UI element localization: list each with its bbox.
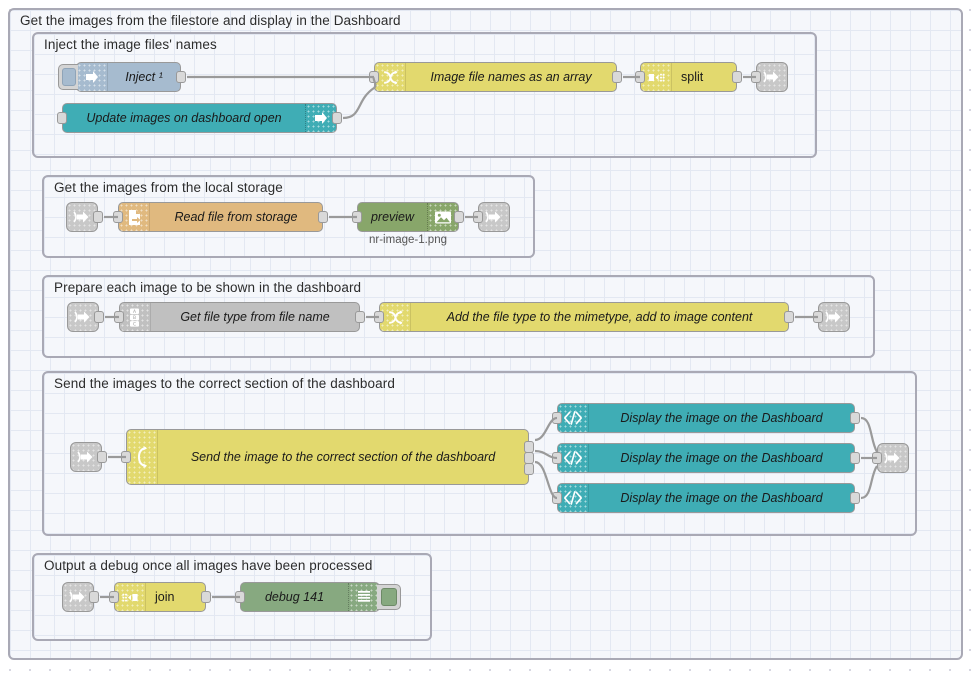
- port-out[interactable]: [612, 71, 622, 83]
- port-out[interactable]: [454, 211, 464, 223]
- node-debug-label: debug 141: [264, 590, 325, 604]
- node-inject-label: Inject ¹: [125, 70, 163, 84]
- port-in[interactable]: [374, 311, 384, 323]
- node-link-in-3[interactable]: [67, 302, 104, 332]
- split-icon: [641, 63, 672, 91]
- port-out[interactable]: [850, 452, 860, 464]
- template-code-icon: [558, 444, 589, 472]
- port-in[interactable]: [552, 492, 562, 504]
- port-in[interactable]: [552, 412, 562, 424]
- group-send-section-label: Send the images to the correct section o…: [54, 376, 395, 391]
- node-get-file-type[interactable]: A B C Get file type from file name: [114, 302, 365, 332]
- svg-text:A: A: [133, 308, 136, 314]
- port-in[interactable]: [813, 311, 823, 323]
- port-out-3[interactable]: [524, 463, 534, 475]
- port-out[interactable]: [318, 211, 328, 223]
- node-send-to-section-label: Send the image to the correct section of…: [190, 450, 496, 464]
- node-preview-label: preview: [370, 210, 415, 224]
- node-link-out-3[interactable]: [813, 302, 850, 332]
- port-out[interactable]: [850, 412, 860, 424]
- node-image-file-names-label: Image file names as an array: [430, 70, 592, 84]
- port-in[interactable]: [352, 211, 362, 223]
- inject-arrow-icon: [77, 63, 108, 91]
- group-debug-label: Output a debug once all images have been…: [44, 558, 373, 573]
- node-send-to-section[interactable]: Send the image to the correct section of…: [121, 429, 534, 485]
- node-read-file-label: Read file from storage: [174, 210, 298, 224]
- switch-icon: [127, 430, 158, 484]
- node-link-out-1[interactable]: [751, 62, 788, 92]
- join-icon: [115, 583, 146, 611]
- port-out[interactable]: [201, 591, 211, 603]
- node-preview[interactable]: preview: [352, 202, 464, 232]
- svg-text:B: B: [133, 315, 136, 321]
- node-display-3-label: Display the image on the Dashboard: [620, 491, 823, 505]
- port-out[interactable]: [93, 211, 103, 223]
- node-join[interactable]: join: [109, 582, 211, 612]
- port-out[interactable]: [332, 112, 342, 124]
- port-out[interactable]: [97, 451, 107, 463]
- node-display-2[interactable]: Display the image on the Dashboard: [552, 443, 860, 473]
- node-link-in-5[interactable]: [62, 582, 99, 612]
- inject-trigger-button[interactable]: [58, 64, 78, 90]
- port-in[interactable]: [109, 591, 119, 603]
- node-display-3[interactable]: Display the image on the Dashboard: [552, 483, 860, 513]
- debug-toggle-button[interactable]: [377, 584, 401, 610]
- port-in[interactable]: [473, 211, 483, 223]
- port-out[interactable]: [784, 311, 794, 323]
- debug-lines-icon: [348, 583, 379, 611]
- node-split[interactable]: split: [635, 62, 742, 92]
- group-prepare-image-label: Prepare each image to be shown in the da…: [54, 280, 362, 295]
- ui-event-arrow-icon: [305, 104, 336, 132]
- node-link-in-2[interactable]: [66, 202, 103, 232]
- port-out[interactable]: [732, 71, 742, 83]
- port-out[interactable]: [94, 311, 104, 323]
- node-join-label: join: [155, 590, 175, 604]
- node-add-mimetype[interactable]: Add the file type to the mimetype, add t…: [374, 302, 794, 332]
- port-in[interactable]: [114, 311, 124, 323]
- port-in[interactable]: [113, 211, 123, 223]
- node-display-2-label: Display the image on the Dashboard: [620, 451, 823, 465]
- node-split-label: split: [681, 70, 704, 84]
- group-outer-label: Get the images from the filestore and di…: [20, 13, 401, 28]
- group-local-storage-label: Get the images from the local storage: [54, 180, 283, 195]
- port-in[interactable]: [235, 591, 245, 603]
- node-update-images[interactable]: Update images on dashboard open: [57, 103, 342, 133]
- node-display-1[interactable]: Display the image on the Dashboard: [552, 403, 860, 433]
- node-add-mimetype-label: Add the file type to the mimetype, add t…: [446, 310, 753, 324]
- node-link-out-2[interactable]: [473, 202, 510, 232]
- node-read-file[interactable]: Read file from storage: [113, 202, 328, 232]
- port-in[interactable]: [751, 71, 761, 83]
- node-update-images-label: Update images on dashboard open: [86, 111, 282, 125]
- file-in-icon: [119, 203, 150, 231]
- node-get-file-type-label: Get file type from file name: [180, 310, 330, 324]
- group-inject-label: Inject the image files' names: [44, 37, 217, 52]
- port-out[interactable]: [176, 71, 186, 83]
- port-out[interactable]: [850, 492, 860, 504]
- svg-text:C: C: [133, 321, 136, 327]
- port-in[interactable]: [635, 71, 645, 83]
- template-code-icon: [558, 484, 589, 512]
- image-preview-icon: [427, 203, 458, 231]
- change-icon: A B C: [120, 303, 151, 331]
- function-icon: [375, 63, 406, 91]
- port-in[interactable]: [57, 112, 67, 124]
- port-in[interactable]: [369, 71, 379, 83]
- node-link-out-4[interactable]: [872, 443, 909, 473]
- port-in[interactable]: [121, 451, 131, 463]
- port-in[interactable]: [872, 452, 882, 464]
- node-image-file-names[interactable]: Image file names as an array: [369, 62, 622, 92]
- port-out[interactable]: [89, 591, 99, 603]
- node-display-1-label: Display the image on the Dashboard: [620, 411, 823, 425]
- node-inject[interactable]: Inject ¹: [58, 62, 186, 92]
- template-code-icon: [558, 404, 589, 432]
- node-debug[interactable]: debug 141: [235, 582, 401, 612]
- group-inject[interactable]: Inject the image files' names: [32, 32, 817, 158]
- port-out[interactable]: [355, 311, 365, 323]
- port-in[interactable]: [552, 452, 562, 464]
- function-icon: [380, 303, 411, 331]
- node-preview-sublabel: nr-image-1.png: [369, 234, 447, 246]
- node-link-in-4[interactable]: [70, 442, 107, 472]
